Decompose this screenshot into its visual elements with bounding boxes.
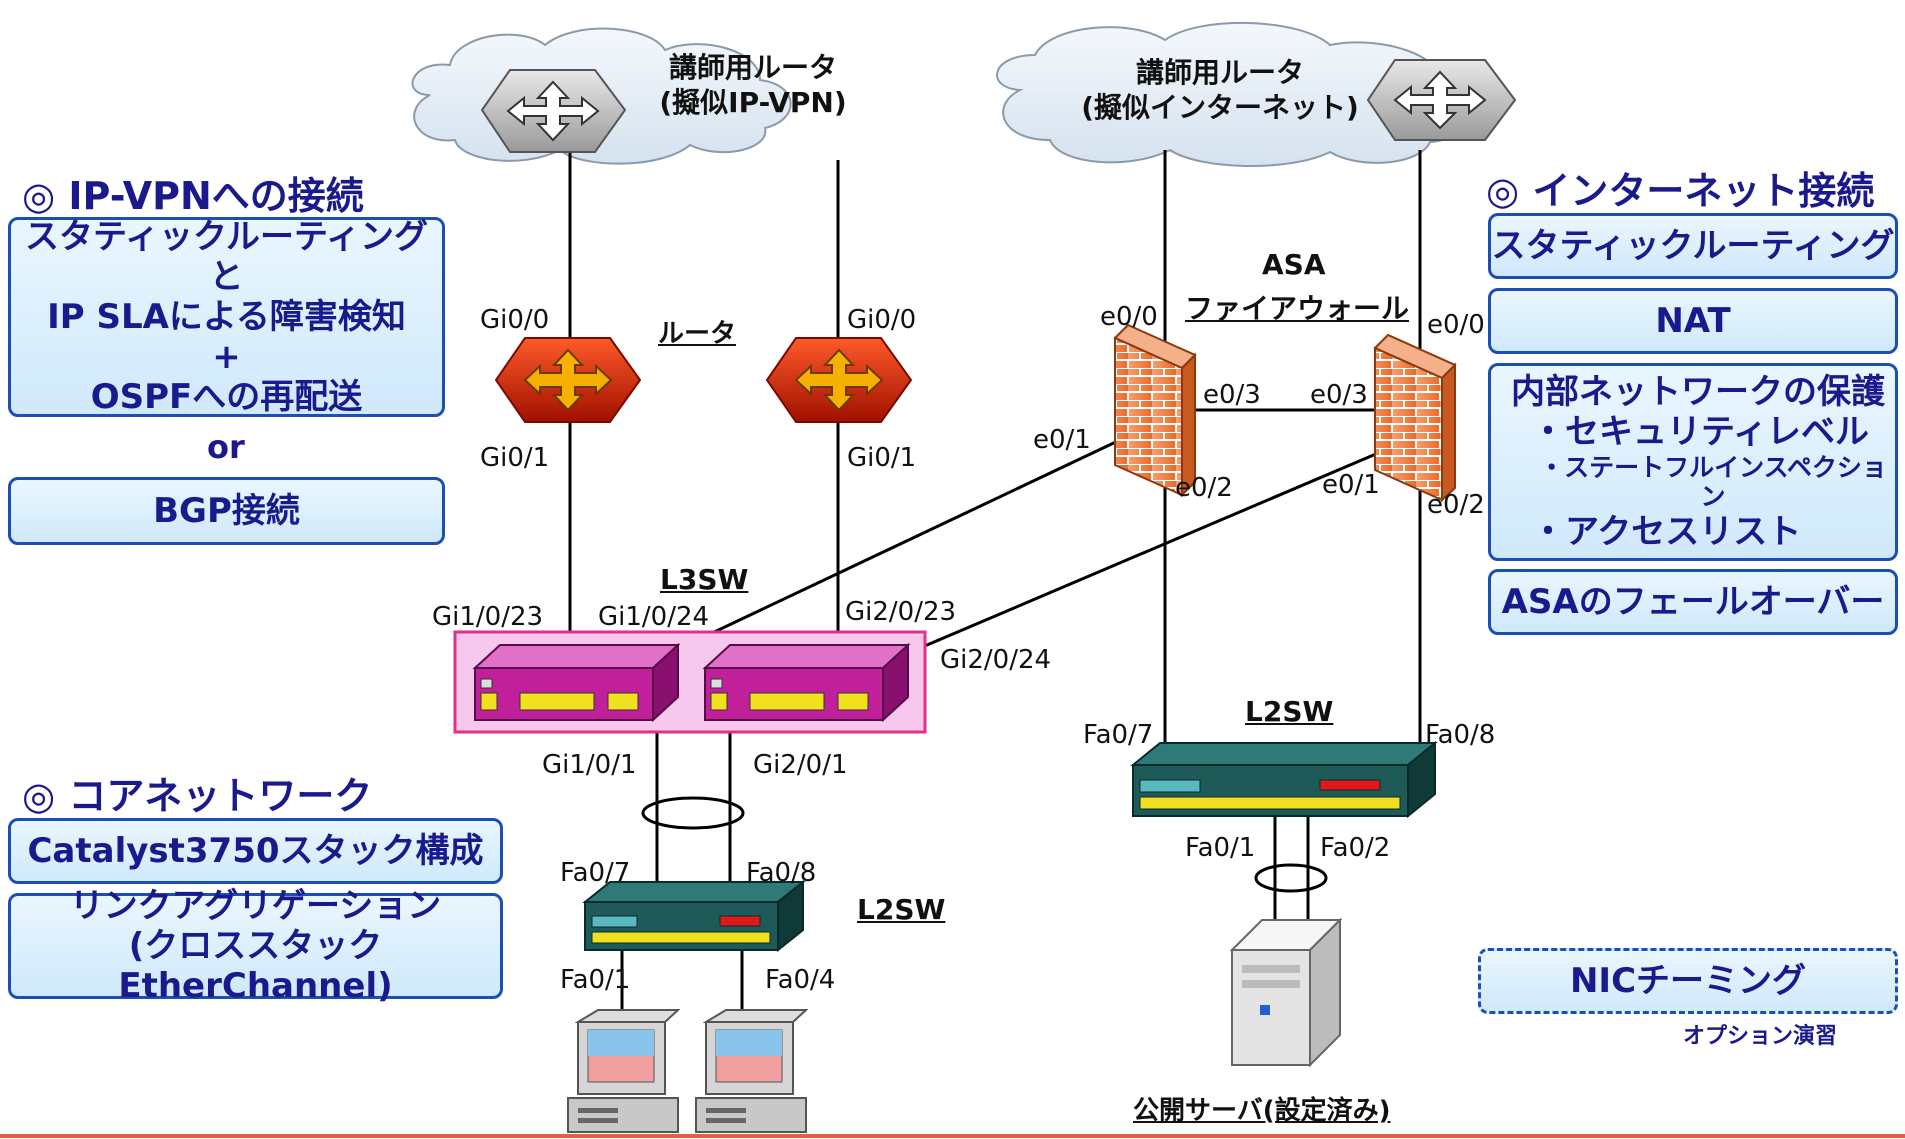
l2sw-left-title: L2SW xyxy=(857,893,946,926)
port-r2-gi00: Gi0/0 xyxy=(847,305,917,335)
ipvpn-heading: ◎ IP-VPNへの接続 xyxy=(22,174,364,218)
linkagg-line2: (クロススタックEtherChannel) xyxy=(118,925,393,1007)
port-r1-gi01: Gi0/1 xyxy=(480,443,550,473)
static-routing-ipsla-box: スタティックルーティングと IP SLAによる障害検知 + OSPFへの再配送 xyxy=(8,217,445,417)
cloud-ipvpn-line2: (擬似IP-VPN) xyxy=(659,86,847,119)
internal-protection-box: 内部ネットワークの保護 ・セキュリティレベル ・ステートフルインスペクション ・… xyxy=(1488,363,1898,561)
cloud-ipvpn-label: 講師用ルータ (擬似IP-VPN) xyxy=(648,50,858,120)
static-box-line4: OSPFへの再配送 xyxy=(90,377,363,418)
protect-line1: 内部ネットワークの保護 xyxy=(1511,372,1885,413)
port-l3-gi1023: Gi1/0/23 xyxy=(432,602,544,632)
server-title: 公開サーバ(設定済み) xyxy=(1133,1096,1391,1126)
l3sw-title: L3SW xyxy=(660,563,749,596)
router-title: ルータ xyxy=(658,319,737,349)
port-asa2-e03: e0/3 xyxy=(1310,380,1368,410)
static-box-line1: スタティックルーティングと xyxy=(25,216,428,297)
port-asa1-e03: e0/3 xyxy=(1203,380,1261,410)
port-r1-gi00: Gi0/0 xyxy=(480,305,550,335)
firewall-icon-2 xyxy=(1373,333,1457,503)
port-asa2-e02: e0/2 xyxy=(1427,490,1485,520)
port-l3-gi101: Gi1/0/1 xyxy=(542,750,637,780)
instructor-router-icon-internet xyxy=(1366,59,1517,141)
static-routing-box: スタティックルーティング xyxy=(1488,213,1898,279)
instructor-router-icon-ipvpn xyxy=(480,69,627,153)
port-asa1-e00: e0/0 xyxy=(1100,302,1158,332)
port-l2l-fa01: Fa0/1 xyxy=(560,965,631,995)
internet-connection-heading: ◎ インターネット接続 xyxy=(1486,169,1875,213)
port-l2l-fa04: Fa0/4 xyxy=(765,965,836,995)
port-l3-gi2024: Gi2/0/24 xyxy=(940,645,1052,675)
static-box-line3: + xyxy=(212,337,241,378)
port-asa1-e02: e0/2 xyxy=(1175,473,1233,503)
router-icon-1 xyxy=(494,337,642,423)
port-l3-gi201: Gi2/0/1 xyxy=(753,750,848,780)
cloud-internet-label: 講師用ルータ (擬似インターネット) xyxy=(1080,55,1360,125)
lag-ellipse-left xyxy=(641,796,745,830)
protect-line2: ・セキュリティレベル xyxy=(1531,412,1869,453)
linkagg-line1: リンクアグリゲーション xyxy=(69,885,442,926)
port-l3-gi2023: Gi2/0/23 xyxy=(845,597,957,627)
port-asa2-e00: e0/0 xyxy=(1427,310,1485,340)
protect-line4: ・アクセスリスト xyxy=(1531,511,1802,552)
asa-title-line2: ファイアウォール xyxy=(1185,292,1410,325)
cloud-internet-line2: (擬似インターネット) xyxy=(1081,91,1359,124)
l2sw-right-title: L2SW xyxy=(1245,695,1334,728)
or-label: or xyxy=(207,428,245,466)
static-box-line2: IP SLAによる障害検知 xyxy=(47,296,406,337)
lag-ellipse-right xyxy=(1254,863,1328,893)
connections xyxy=(568,150,1422,1010)
port-l3-gi1024: Gi1/0/24 xyxy=(598,602,710,632)
l2sw-icon-left xyxy=(582,879,806,953)
port-l2l-fa07: Fa0/7 xyxy=(560,858,631,888)
port-l2r-fa02: Fa0/2 xyxy=(1320,833,1391,863)
port-l2r-fa08: Fa0/8 xyxy=(1425,720,1496,750)
port-asa2-e01: e0/1 xyxy=(1322,470,1380,500)
pc-icon-2 xyxy=(695,1009,809,1133)
router-icon-2 xyxy=(765,337,913,423)
l3sw-icon-1 xyxy=(472,642,681,723)
bgp-box: BGP接続 xyxy=(8,477,445,545)
protect-line3: ・ステートフルインスペクション xyxy=(1539,452,1887,512)
option-exercise-note: オプション演習 xyxy=(1683,1024,1838,1049)
firewall-icon-1 xyxy=(1113,323,1197,498)
port-l2r-fa07: Fa0/7 xyxy=(1083,720,1154,750)
server-icon xyxy=(1229,917,1343,1068)
cloud-internet-line1: 講師用ルータ xyxy=(1135,56,1304,89)
asa-title-line1: ASA xyxy=(1262,248,1326,281)
link-aggregation-box: リンクアグリゲーション (クロススタックEtherChannel) xyxy=(8,886,503,1006)
nat-box: NAT xyxy=(1488,288,1898,354)
pc-icon-1 xyxy=(567,1009,681,1133)
cloud-ipvpn-line1: 講師用ルータ xyxy=(668,51,837,84)
port-r2-gi01: Gi0/1 xyxy=(847,443,917,473)
catalyst-stack-box: Catalyst3750スタック構成 xyxy=(8,818,503,884)
l2sw-icon-right xyxy=(1130,740,1438,819)
asa-failover-box: ASAのフェールオーバー xyxy=(1488,569,1898,635)
l3sw-icon-2 xyxy=(702,642,911,723)
port-asa1-e01: e0/1 xyxy=(1033,425,1091,455)
core-network-heading: ◎ コアネットワーク xyxy=(22,774,373,818)
port-l2l-fa08: Fa0/8 xyxy=(746,858,817,888)
port-l2r-fa01: Fa0/1 xyxy=(1185,833,1256,863)
nic-teaming-box: NICチーミング xyxy=(1478,948,1898,1014)
